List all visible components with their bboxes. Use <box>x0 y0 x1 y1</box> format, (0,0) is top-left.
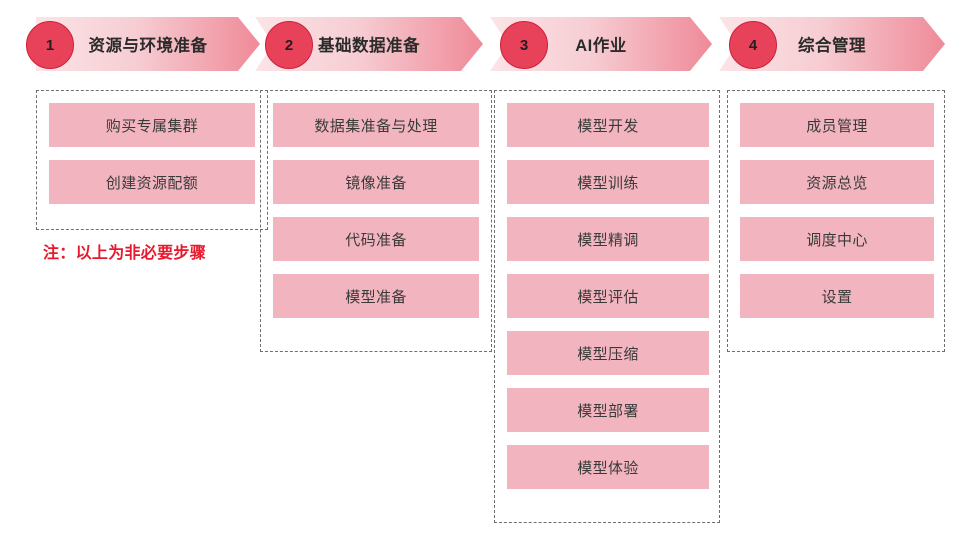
list-item[interactable]: 模型精调 <box>507 217 709 261</box>
list-item[interactable]: 模型开发 <box>507 103 709 147</box>
step-label-4: 综合管理 <box>798 37 866 55</box>
non-required-steps-note: 注：以上为非必要步骤 <box>43 245 207 262</box>
list-item[interactable]: 设置 <box>740 274 934 318</box>
list-item[interactable]: 调度中心 <box>740 217 934 261</box>
list-item[interactable]: 模型准备 <box>273 274 479 318</box>
step-group-3: 模型开发 模型训练 模型精调 模型评估 模型压缩 模型部署 模型体验 <box>494 90 720 523</box>
list-item[interactable]: 模型压缩 <box>507 331 709 375</box>
step-number-badge-1[interactable]: 1 <box>26 21 74 69</box>
list-item[interactable]: 创建资源配额 <box>49 160 255 204</box>
list-item[interactable]: 代码准备 <box>273 217 479 261</box>
step-label-1: 资源与环境准备 <box>88 37 208 55</box>
list-item[interactable]: 资源总览 <box>740 160 934 204</box>
list-item[interactable]: 镜像准备 <box>273 160 479 204</box>
step-number-badge-2[interactable]: 2 <box>265 21 313 69</box>
list-item[interactable]: 模型体验 <box>507 445 709 489</box>
step-number-text-2: 2 <box>284 36 294 54</box>
step-number-text-3: 3 <box>519 36 529 54</box>
step-label-2: 基础数据准备 <box>318 37 420 55</box>
step-group-2: 数据集准备与处理 镜像准备 代码准备 模型准备 <box>260 90 492 352</box>
list-item[interactable]: 数据集准备与处理 <box>273 103 479 147</box>
step-label-3: AI作业 <box>575 37 627 55</box>
step-group-4: 成员管理 资源总览 调度中心 设置 <box>727 90 945 352</box>
list-item[interactable]: 购买专属集群 <box>49 103 255 147</box>
list-item[interactable]: 模型部署 <box>507 388 709 432</box>
list-item[interactable]: 模型评估 <box>507 274 709 318</box>
step-number-badge-3[interactable]: 3 <box>500 21 548 69</box>
list-item[interactable]: 模型训练 <box>507 160 709 204</box>
step-number-text-4: 4 <box>748 36 758 54</box>
step-number-text-1: 1 <box>45 36 55 54</box>
step-number-badge-4[interactable]: 4 <box>729 21 777 69</box>
list-item[interactable]: 成员管理 <box>740 103 934 147</box>
step-group-1: 购买专属集群 创建资源配额 <box>36 90 268 230</box>
process-step-banner: 资源与环境准备 1 基础数据准备 2 AI作业 3 综合管理 4 <box>0 0 968 88</box>
